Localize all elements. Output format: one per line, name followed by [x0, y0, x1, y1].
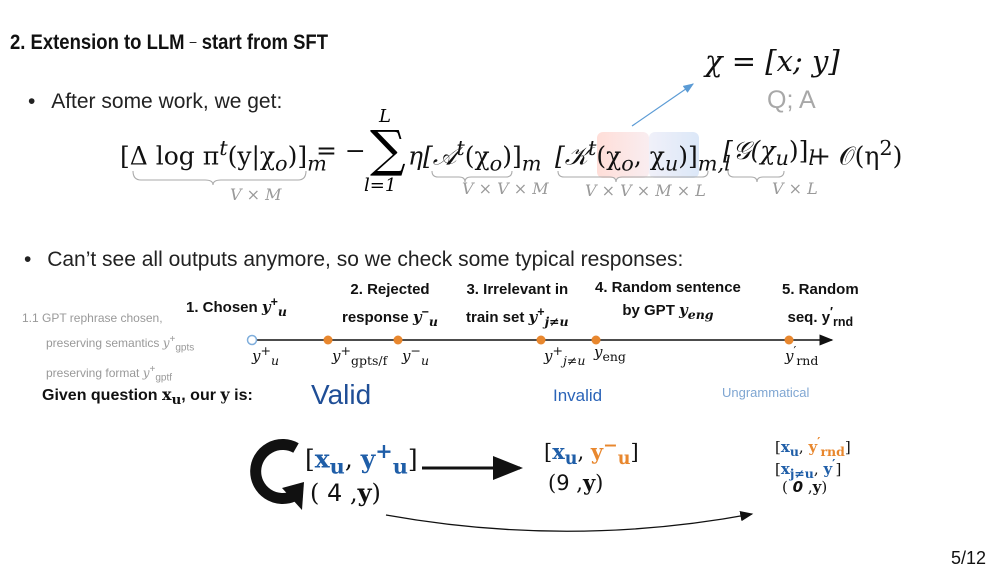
title-dash: –: [189, 33, 197, 49]
point-rejected: [393, 335, 403, 345]
point-irrelevant: [536, 335, 546, 345]
ungrammatical-digit: ( 0 ,y): [782, 478, 828, 496]
tick-label-eng: yeng: [594, 343, 626, 364]
dim-label-1: V × M: [230, 185, 282, 204]
title-rest: start from SFT: [201, 31, 328, 54]
highlight-chi-o: [597, 132, 649, 178]
bullet-dot: •: [24, 248, 32, 271]
heading-chosen: 1. Chosen y+u: [186, 295, 287, 319]
bracket-term-a: [431, 170, 513, 183]
circular-arrow-icon: [250, 439, 299, 504]
bullet-dot: •: [28, 90, 36, 113]
tick-label-rejected: y−u: [402, 343, 430, 368]
equation-eq-sign: = −: [316, 136, 366, 165]
dim-label-4: V × L: [772, 179, 818, 198]
equation-term-k: [𝒦t(χo, χu)]m,l: [555, 136, 731, 176]
category-ungrammatical: Ungrammatical: [722, 385, 810, 400]
tick-label-irrelevant: y+j≠u: [544, 343, 586, 368]
ungrammatical-pair-1: [xu, y′rnd]: [775, 434, 851, 459]
highlight-chi-u: [649, 132, 699, 178]
bracket-term-g: [727, 170, 785, 183]
valid-pair: [xu, y+u]: [305, 438, 418, 479]
dim-label-2: V × V × M: [462, 179, 549, 198]
tick-label-gpts: y+gpts/f: [332, 343, 388, 368]
sum-lower: l=1: [364, 175, 397, 196]
circular-arrow-head: [282, 482, 304, 510]
dim-label-3: V × V × M × L: [585, 181, 706, 200]
bracket-lhs: [132, 170, 307, 186]
valid-digit: ( 4 ,y): [310, 478, 381, 507]
category-invalid: Invalid: [553, 386, 603, 405]
point-rnd: [784, 335, 794, 345]
heading-rejected: 2. Rejected response y−u: [342, 281, 438, 329]
page-number: 5/12: [951, 548, 987, 568]
point-gpts: [323, 335, 333, 345]
invalid-digit: (9 ,y): [548, 470, 604, 495]
equation-term-a: η[𝒜t(χo)]m: [408, 136, 542, 176]
tick-label-rnd: y′rnd: [785, 343, 819, 368]
equation-lhs: [Δ log πt(y|χo)]m: [120, 136, 327, 176]
point-eng: [591, 335, 601, 345]
tick-label-chosen: y+u: [252, 343, 280, 368]
bullet-first-text: After some work, we get:: [51, 90, 283, 113]
category-valid: Valid: [311, 379, 372, 410]
equation-tail: + 𝒪(η2): [810, 136, 903, 171]
given-question: Given question xu, our y is:: [42, 385, 253, 409]
point-chosen: [246, 334, 258, 346]
slide-title: 2. Extension to LLM – start from SFT: [10, 31, 328, 55]
heading-random-sentence: 4. Random sentence by GPT yeng: [595, 279, 741, 322]
bullet-second: • Can’t see all outputs anymore, so we c…: [24, 248, 683, 272]
sum-symbol: ∑: [370, 120, 406, 178]
sum-upper: L: [379, 106, 391, 127]
bullet-first: • After some work, we get:: [28, 90, 282, 114]
bullet-second-text: Can’t see all outputs anymore, so we che…: [47, 248, 684, 271]
equation-term-g: [𝒢(χu)]l: [723, 136, 816, 170]
bracket-term-k: [557, 170, 709, 183]
heading-random-seq: 5. Random seq. y′rnd: [782, 281, 859, 329]
ungrammatical-pair-2: [xj≠u, y′]: [775, 456, 842, 481]
side-note: 1.1 GPT rephrase chosen, preserving sema…: [22, 311, 195, 384]
curved-arrow-icon: [385, 511, 754, 532]
pointer-arrow-icon: [631, 83, 694, 127]
title-main: 2. Extension to LLM: [10, 31, 185, 54]
chi-meaning: Q; A: [767, 86, 816, 114]
invalid-pair: [xu, y−u]: [544, 436, 639, 470]
heading-irrelevant: 3. Irrelevant in train set y+j≠u: [466, 281, 569, 329]
chi-definition: χ = [x; y]: [705, 44, 840, 78]
